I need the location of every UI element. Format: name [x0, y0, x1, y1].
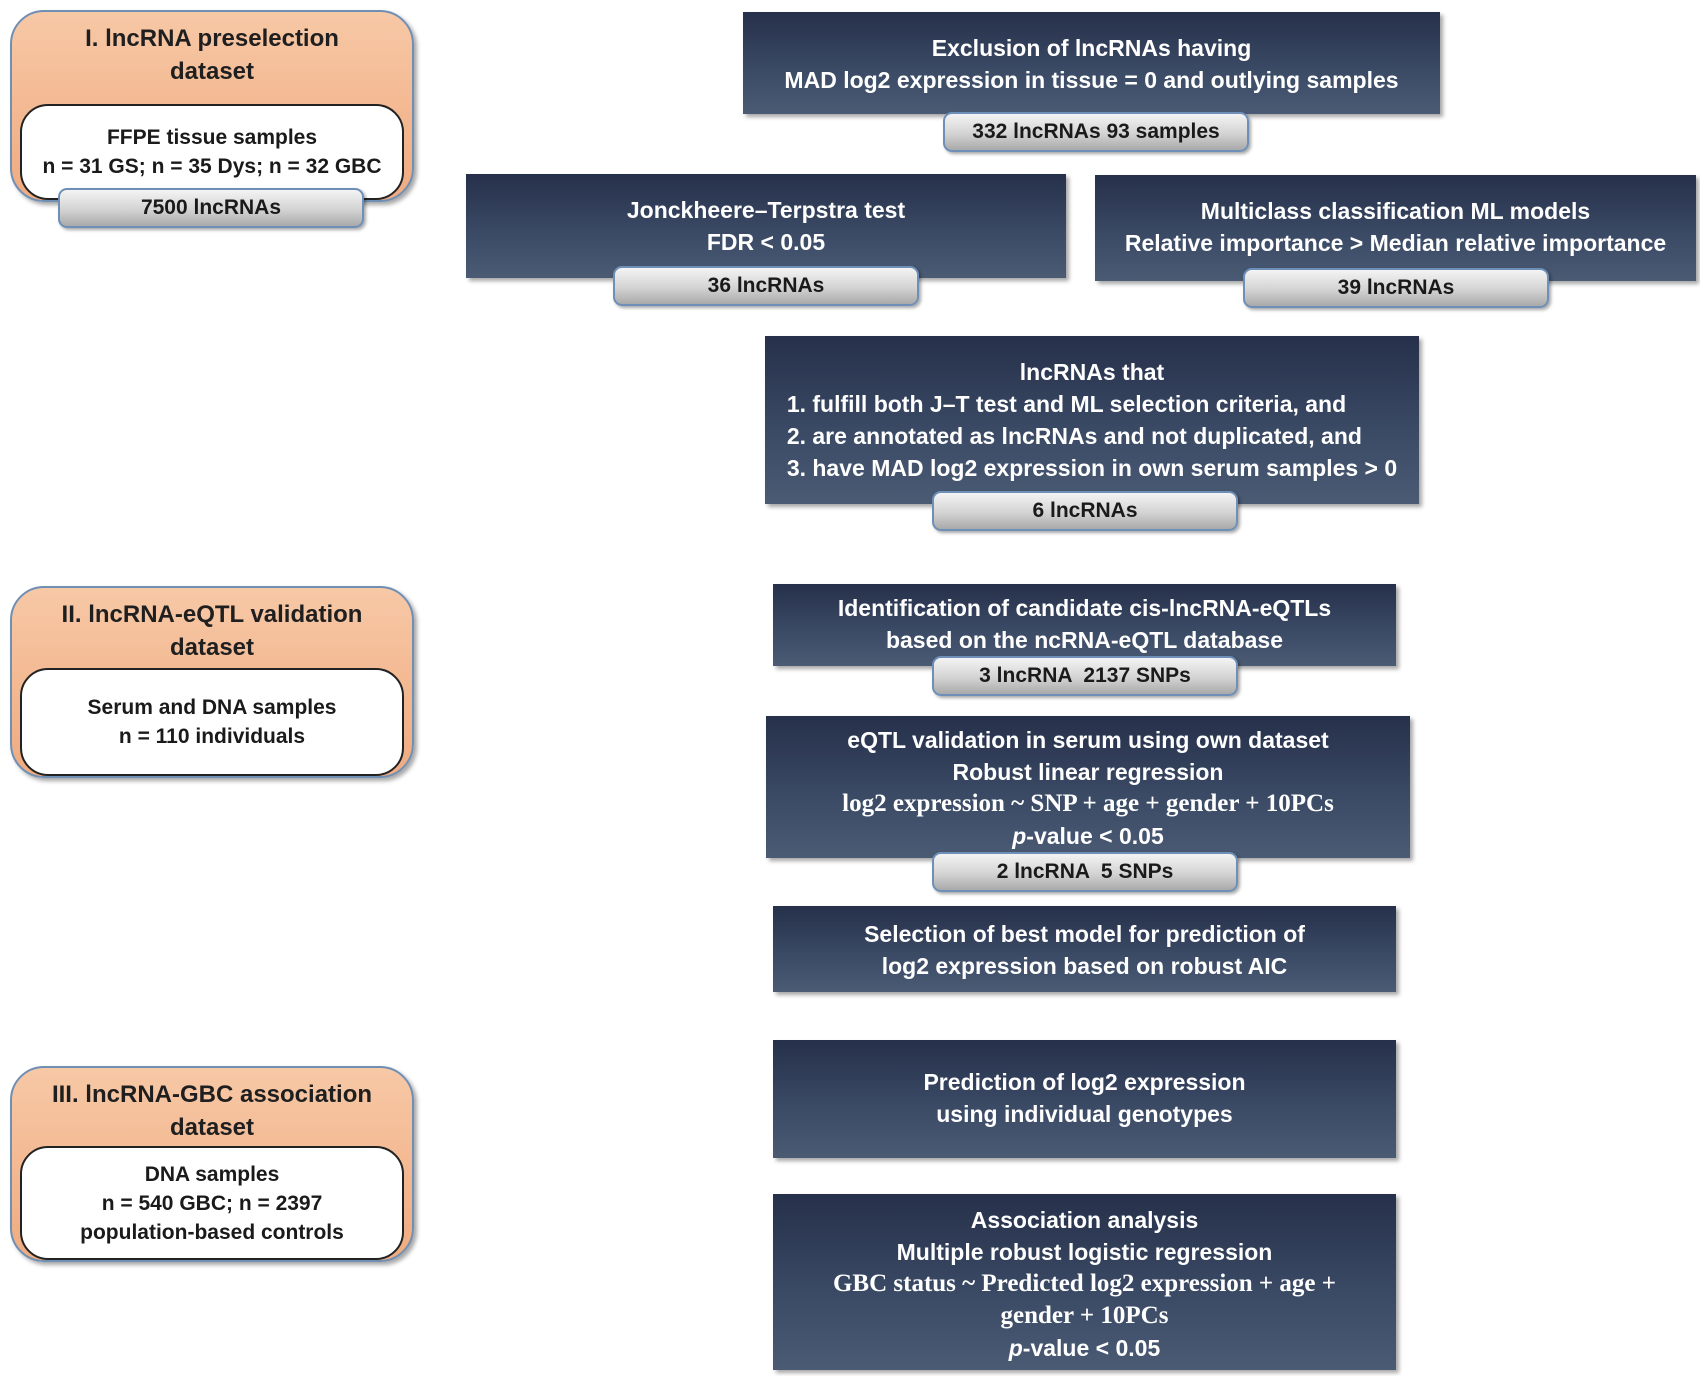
dataset-panel-eqtl-validation: II. lncRNA-eQTL validation dataset Serum… [10, 586, 414, 778]
dataset-panel-gbc-association: III. lncRNA-GBC association dataset DNA … [10, 1066, 414, 1262]
dataset-description: Serum and DNA samples n = 110 individual… [20, 668, 404, 776]
dataset-line: population-based controls [80, 1220, 344, 1244]
step-eqtl-validation: eQTL validation in serum using own datas… [766, 716, 1410, 858]
dataset-description: FFPE tissue samples n = 31 GS; n = 35 Dy… [20, 104, 404, 200]
result-pill-5-snps: 2 lncRNA 5 SNPs [932, 852, 1238, 892]
step-line: eQTL validation in serum using own datas… [847, 727, 1329, 753]
criteria-item: 1. fulfill both J–T test and ML selectio… [786, 391, 1347, 417]
dataset-line: n = 540 GBC; n = 2397 [101, 1191, 323, 1215]
step-line: Multiple robust logistic regression [896, 1239, 1273, 1265]
regression-formula: gender + 10PCs [1000, 1302, 1169, 1329]
step-line: FDR < 0.05 [706, 229, 826, 255]
dataset-title: I. lncRNA preselection dataset [85, 25, 339, 85]
dataset-line: n = 31 GS; n = 35 Dys; n = 32 GBC [42, 155, 382, 178]
step-line: Selection of best model for prediction o… [864, 921, 1305, 947]
step-lncrna-filter: lncRNAs that 1. fulfill both J–T test an… [765, 336, 1419, 504]
dataset-line: Serum and DNA samples [87, 696, 337, 719]
dataset-line: n = 110 individuals [118, 725, 306, 748]
dataset-title: III. lncRNA-GBC association dataset [51, 1081, 373, 1141]
step-line: Robust linear regression [952, 759, 1224, 785]
step-line: Association analysis [970, 1207, 1199, 1233]
dataset-line: FFPE tissue samples [106, 126, 318, 149]
dataset-description: DNA samples n = 540 GBC; n = 2397 popula… [20, 1146, 404, 1260]
pvalue-text: -value < 0.05 [1026, 823, 1164, 849]
pvalue-text: -value < 0.05 [1022, 1335, 1161, 1361]
result-pill-332: 332 lncRNAs 93 samples [943, 112, 1249, 152]
result-pill-36: 36 lncRNAs [613, 266, 919, 306]
step-line: lncRNAs that [1019, 359, 1165, 385]
step-line: Exclusion of lncRNAs having [931, 35, 1252, 61]
result-pill-6: 6 lncRNAs [932, 491, 1238, 531]
step-cis-eqtl-identification: Identification of candidate cis-lncRNA-e… [773, 584, 1396, 666]
criteria-item: 3. have MAD log2 expression in own serum… [786, 455, 1398, 481]
regression-formula: log2 expression ~ SNP + age + gender + 1… [842, 790, 1334, 817]
pvalue-threshold: p-value < 0.05 [1009, 1332, 1161, 1364]
step-line: Identification of candidate cis-lncRNA-e… [837, 595, 1332, 621]
regression-formula: GBC status ~ Predicted log2 expression +… [832, 1270, 1337, 1297]
step-line: MAD log2 expression in tissue = 0 and ou… [784, 67, 1399, 93]
step-expression-prediction: Prediction of log2 expression using indi… [773, 1040, 1396, 1158]
criteria-list: 1. fulfill both J–T test and ML selectio… [787, 388, 1397, 484]
result-pill-2137-snps: 3 lncRNA 2137 SNPs [932, 656, 1238, 696]
result-pill-39: 39 lncRNAs [1243, 268, 1549, 308]
step-line: Multiclass classification ML models [1200, 198, 1591, 224]
step-line: log2 expression based on robust AIC [881, 953, 1288, 979]
dataset-line: DNA samples [144, 1162, 280, 1186]
step-association-analysis: Association analysis Multiple robust log… [773, 1194, 1396, 1370]
step-best-model-selection: Selection of best model for prediction o… [773, 906, 1396, 992]
step-line: based on the ncRNA-eQTL database [885, 627, 1284, 653]
step-line: Relative importance > Median relative im… [1124, 230, 1667, 256]
step-exclusion: Exclusion of lncRNAs having MAD log2 exp… [743, 12, 1440, 114]
pvalue-italic: p [1012, 823, 1027, 849]
step-line: using individual genotypes [936, 1101, 1233, 1127]
step-jonckheere-terpstra: Jonckheere–Terpstra test FDR < 0.05 [466, 174, 1066, 278]
step-ml-models: Multiclass classification ML models Rela… [1095, 175, 1696, 281]
pvalue-threshold: p-value < 0.05 [1012, 820, 1164, 852]
step-line: Prediction of log2 expression [923, 1069, 1246, 1095]
result-pill-7500: 7500 lncRNAs [58, 188, 364, 228]
pvalue-italic: p [1008, 1335, 1023, 1361]
criteria-item: 2. are annotated as lncRNAs and not dupl… [786, 423, 1362, 449]
step-line: Jonckheere–Terpstra test [626, 197, 906, 223]
dataset-panel-preselection: I. lncRNA preselection dataset FFPE tiss… [10, 10, 414, 202]
dataset-title: II. lncRNA-eQTL validation dataset [61, 601, 363, 661]
